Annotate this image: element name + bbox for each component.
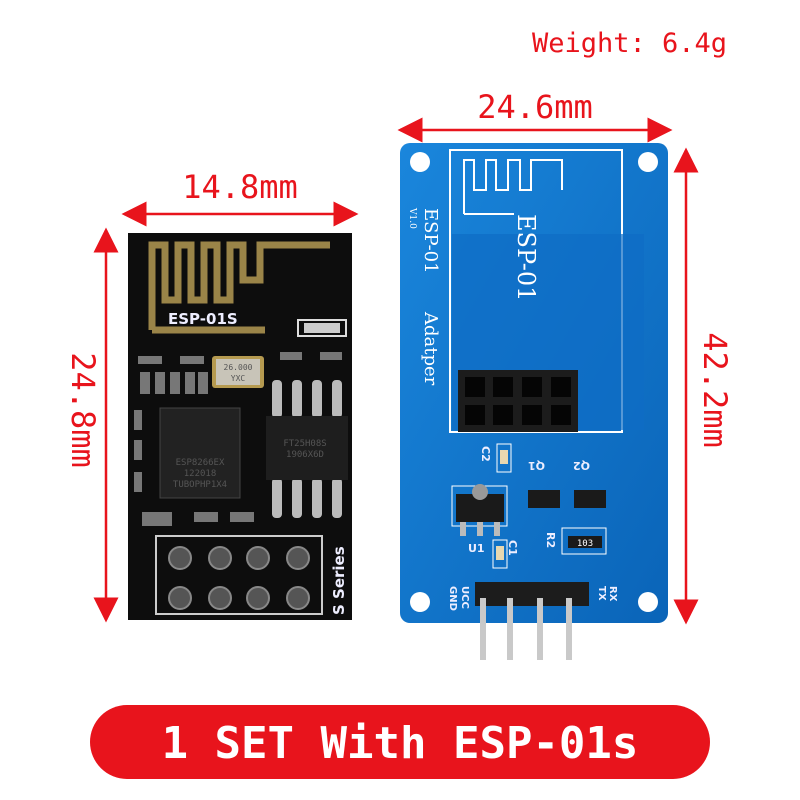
component-label: C2	[479, 446, 492, 462]
dimension-adapter-height: 42.2mm	[673, 147, 734, 625]
resistor-r2	[568, 536, 602, 548]
dimension-label: 42.2mm	[696, 332, 734, 448]
dimension-label: 24.6mm	[477, 88, 593, 126]
series-label: S Series	[330, 546, 348, 615]
resistor-code: 103	[577, 539, 593, 549]
banner: 1 SET With ESP-01s	[90, 705, 710, 779]
version-label: V1.0	[407, 207, 417, 229]
pin-label: RX	[607, 586, 618, 602]
dimension-label: 14.8mm	[182, 168, 298, 206]
banner-text: 1 SET With ESP-01s	[162, 718, 639, 769]
transistor-q2	[574, 490, 606, 508]
dimension-esp01s-width: 14.8mm	[121, 168, 359, 227]
component-label: R2	[544, 532, 557, 548]
chip-text: 1906X6D	[286, 450, 324, 460]
chip-text: TUBOPHP1X4	[173, 480, 227, 490]
antenna-label: ESP-01	[512, 214, 540, 301]
adapter-title: ESP-01	[420, 208, 441, 274]
transistor-q1	[528, 490, 560, 508]
adapter-subtitle: Adatper	[420, 311, 441, 386]
dimension-label: 24.8mm	[64, 352, 102, 468]
board-label: ESP-01S	[168, 310, 238, 328]
crystal-text: 26.000	[224, 363, 253, 372]
antenna-trace	[148, 241, 330, 330]
chip-text: 122018	[184, 469, 217, 479]
dimension-adapter-width: 24.6mm	[397, 88, 673, 143]
esp01s-board: ESP-01S 26.000 YXC ESP8266EX 122018 TUBO…	[128, 233, 352, 620]
adapter-board: V1.0 ESP-01 Adatper ESP-01 C2 U1 C1 Q1 Q…	[400, 143, 668, 660]
component-label: Q2	[573, 459, 590, 472]
weight-label: Weight: 6.4g	[532, 28, 727, 59]
esp8266-chip	[159, 407, 241, 499]
chip-text: FT25H08S	[283, 439, 326, 449]
pin-label: GND	[447, 586, 458, 611]
component-label: Q1	[528, 459, 545, 472]
crystal-text: YXC	[231, 374, 246, 383]
pin-label: TX	[596, 586, 607, 601]
chip-text: ESP8266EX	[176, 458, 225, 468]
pin-pads	[168, 546, 310, 610]
pin-label: UCC	[459, 586, 470, 609]
component-label: U1	[468, 542, 485, 555]
dimension-esp01s-height: 24.8mm	[64, 227, 119, 623]
component-label: C1	[506, 540, 519, 556]
header-pins	[480, 598, 572, 660]
flash-chip	[266, 416, 348, 480]
